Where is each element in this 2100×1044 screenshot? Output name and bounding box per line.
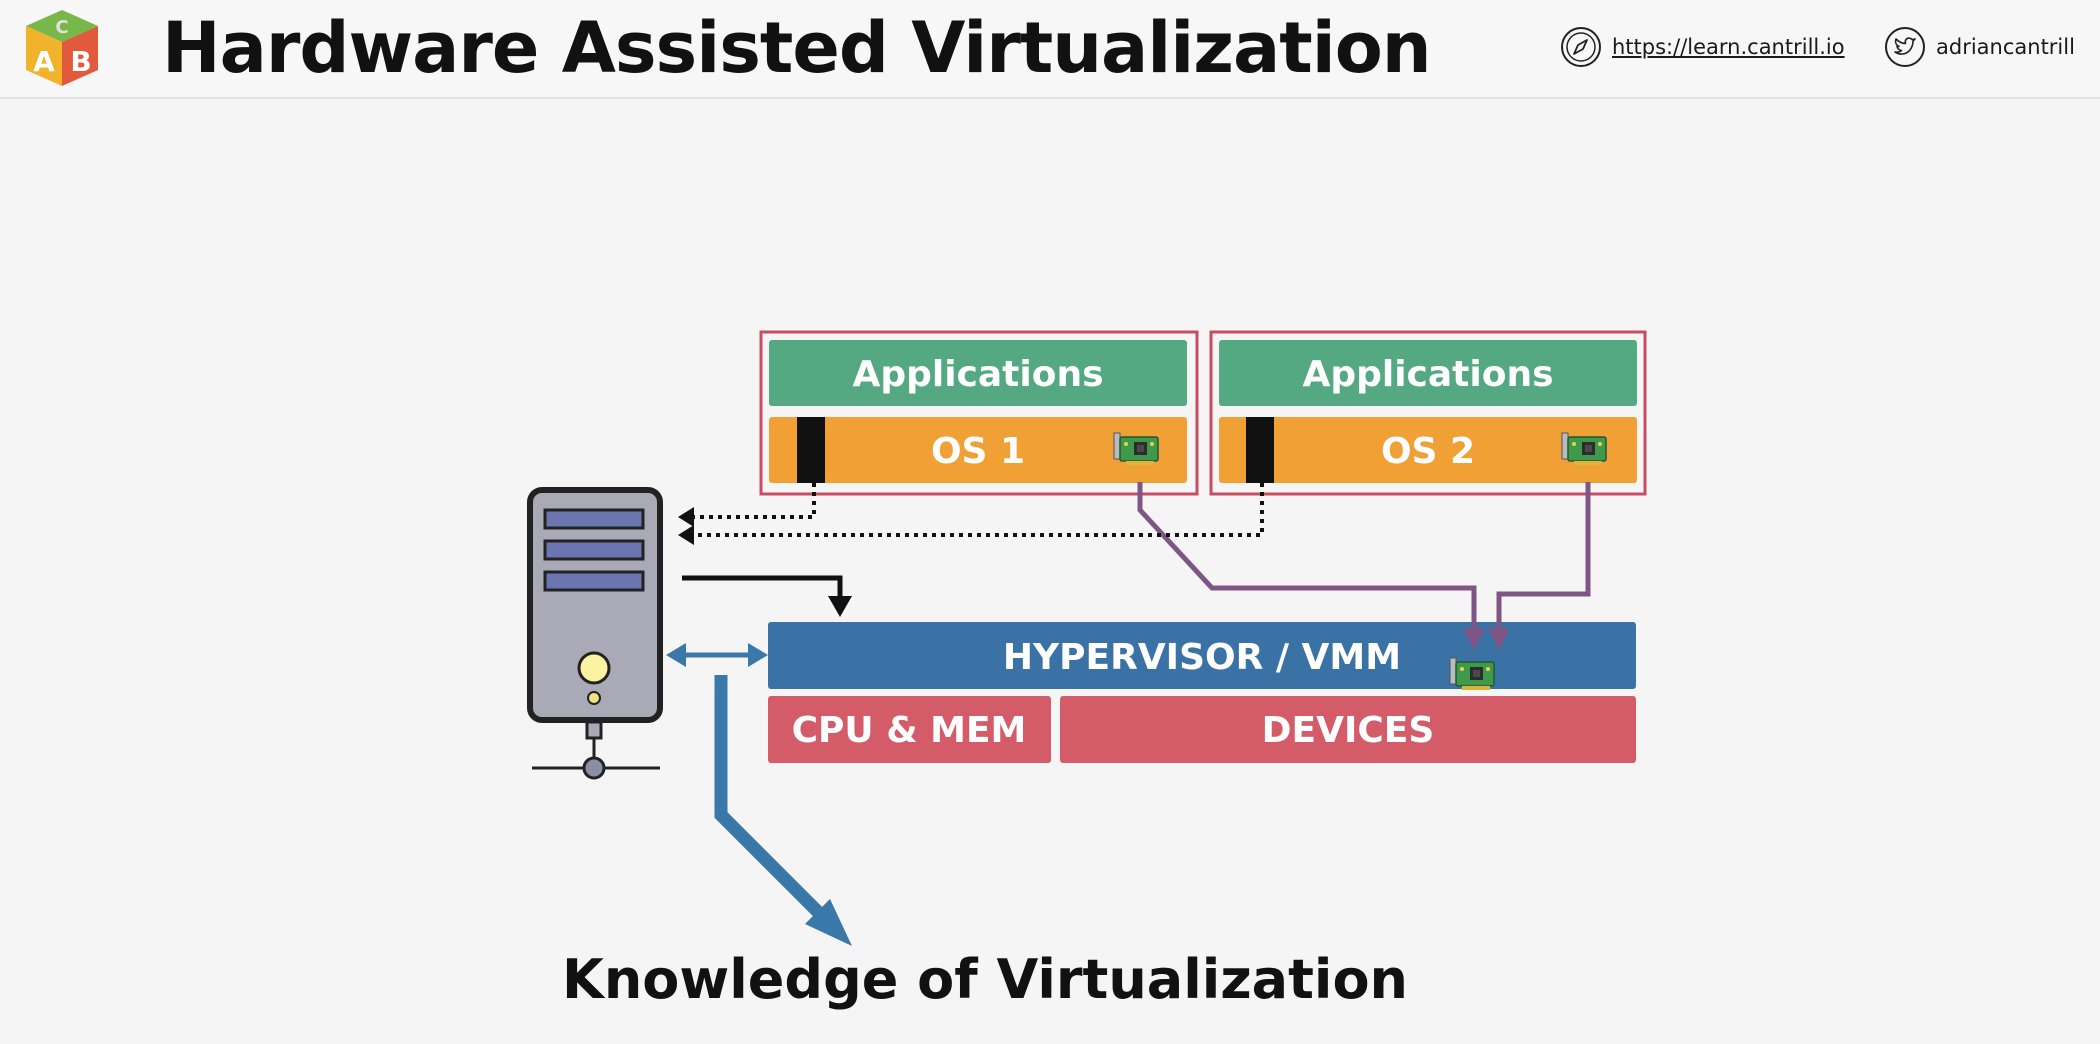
website-link[interactable]: https://learn.cantrill.io [1612,35,1845,59]
hypervisor-network-card-icon [1449,657,1495,691]
hypervisor-box [768,622,1636,689]
server-to-hypervisor-arrow [682,575,843,598]
vm2-network-card-icon [1561,432,1607,466]
website-link-group[interactable]: https://learn.cantrill.io [1560,22,1845,72]
server-tower-icon [527,487,663,780]
devices-label: DEVICES [1262,710,1435,751]
double-arrow-left-head [666,643,686,667]
vm1-trap-arrowhead [678,507,694,527]
vm1-os-label: OS 1 [931,431,1025,472]
knowledge-arrowhead [805,899,852,946]
hypervisor-label: HYPERVISOR / VMM [1003,637,1401,678]
compass-icon [1561,27,1601,67]
knowledge-of-virtualization-label: Knowledge of Virtualization [562,948,1408,1011]
vm2-device-path [1496,482,1591,630]
twitter-icon [1885,27,1925,67]
vm1-border [759,330,1199,496]
svg-text:A: A [33,45,55,78]
devices-box [1060,696,1636,763]
vm2-device-arrowhead [1488,628,1510,650]
server-to-hypervisor-arrowhead [828,596,852,617]
vm2-applications-label: Applications [1302,354,1553,395]
page-title: Hardware Assisted Virtualization [162,7,1432,89]
knowledge-arrow [714,675,823,917]
slide-header: C A B Hardware Assisted Virtualization h… [0,0,2100,99]
vm2-os-box [1219,417,1637,483]
vm2-trap-arrowhead [678,525,694,545]
vm1-network-card-icon [1113,432,1159,466]
vm1-os-driver-bar [797,417,825,483]
cpu-mem-label: CPU & MEM [792,710,1027,751]
svg-text:C: C [55,17,68,38]
cpu-mem-box [768,696,1051,763]
vm2-os-driver-bar [1246,417,1274,483]
abc-block-logo-icon: C A B [26,10,98,86]
vm1-applications-label: Applications [852,354,1103,395]
vm1-device-path [1137,482,1477,630]
twitter-handle: adriancantrill [1936,35,2075,59]
vm1-device-arrowhead [1463,628,1485,650]
vm1-os-box [769,417,1187,483]
twitter-handle-group[interactable]: adriancantrill [1884,22,2075,72]
vm1-trap-dotted-arrow [692,483,816,519]
vm2-applications-box [1219,340,1637,406]
vm2-border [1209,330,1647,496]
vm2-trap-dotted-arrow [692,483,1264,537]
vm1-applications-box [769,340,1187,406]
vm2-os-label: OS 2 [1381,431,1475,472]
svg-text:B: B [70,45,91,78]
double-arrow-right-head [748,643,768,667]
